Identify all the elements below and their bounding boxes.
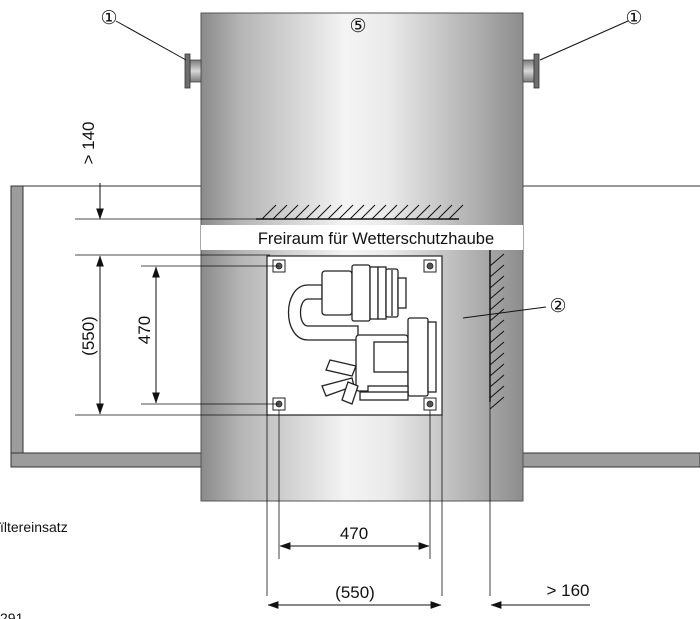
flange-right	[522, 53, 540, 89]
callout-1-left: ①	[100, 8, 117, 29]
caption-fragment-2: 291	[0, 610, 24, 619]
dim-clearance-top-label: > 140	[79, 121, 98, 164]
dimension-plate-horizontal: (550)	[267, 583, 442, 609]
right-hatching	[489, 250, 505, 410]
dimension-bolt-vertical: 470	[135, 265, 279, 405]
mounting-hole	[423, 397, 437, 411]
dim-plate-horizontal-label: (550)	[335, 583, 375, 602]
callout-5: ⑤	[349, 16, 366, 37]
callout-1-right: ①	[625, 8, 642, 29]
platform-left-wall	[10, 185, 24, 455]
dimension-bolt-horizontal: 470	[279, 524, 430, 550]
extension-lines	[266, 402, 491, 596]
callout-2: ②	[549, 296, 566, 317]
caption-fragment-1: ïltereinsatz	[0, 519, 68, 535]
mounting-hole	[423, 259, 437, 273]
device-assembly	[288, 264, 437, 405]
dim-clearance-right-label: > 160	[546, 581, 589, 600]
callout-leader-right	[539, 20, 629, 61]
dimension-plate-vertical: (550)	[75, 255, 270, 416]
dimension-clearance-right: > 160	[490, 581, 590, 609]
dim-bolt-vertical-label: 470	[135, 316, 154, 344]
dimension-clearance-top: > 140	[75, 121, 270, 256]
callout-2-leader	[462, 306, 547, 319]
free-space-band	[201, 225, 523, 250]
dim-plate-vertical-label: (550)	[79, 316, 98, 356]
hose	[288, 284, 359, 341]
dim-bolt-horizontal-label: 470	[340, 524, 368, 543]
free-space-label: Freiraum für Wetterschutzhaube	[258, 230, 494, 248]
callout-leader-left	[115, 20, 187, 61]
flange-left	[184, 53, 202, 89]
top-hatching	[256, 204, 464, 220]
